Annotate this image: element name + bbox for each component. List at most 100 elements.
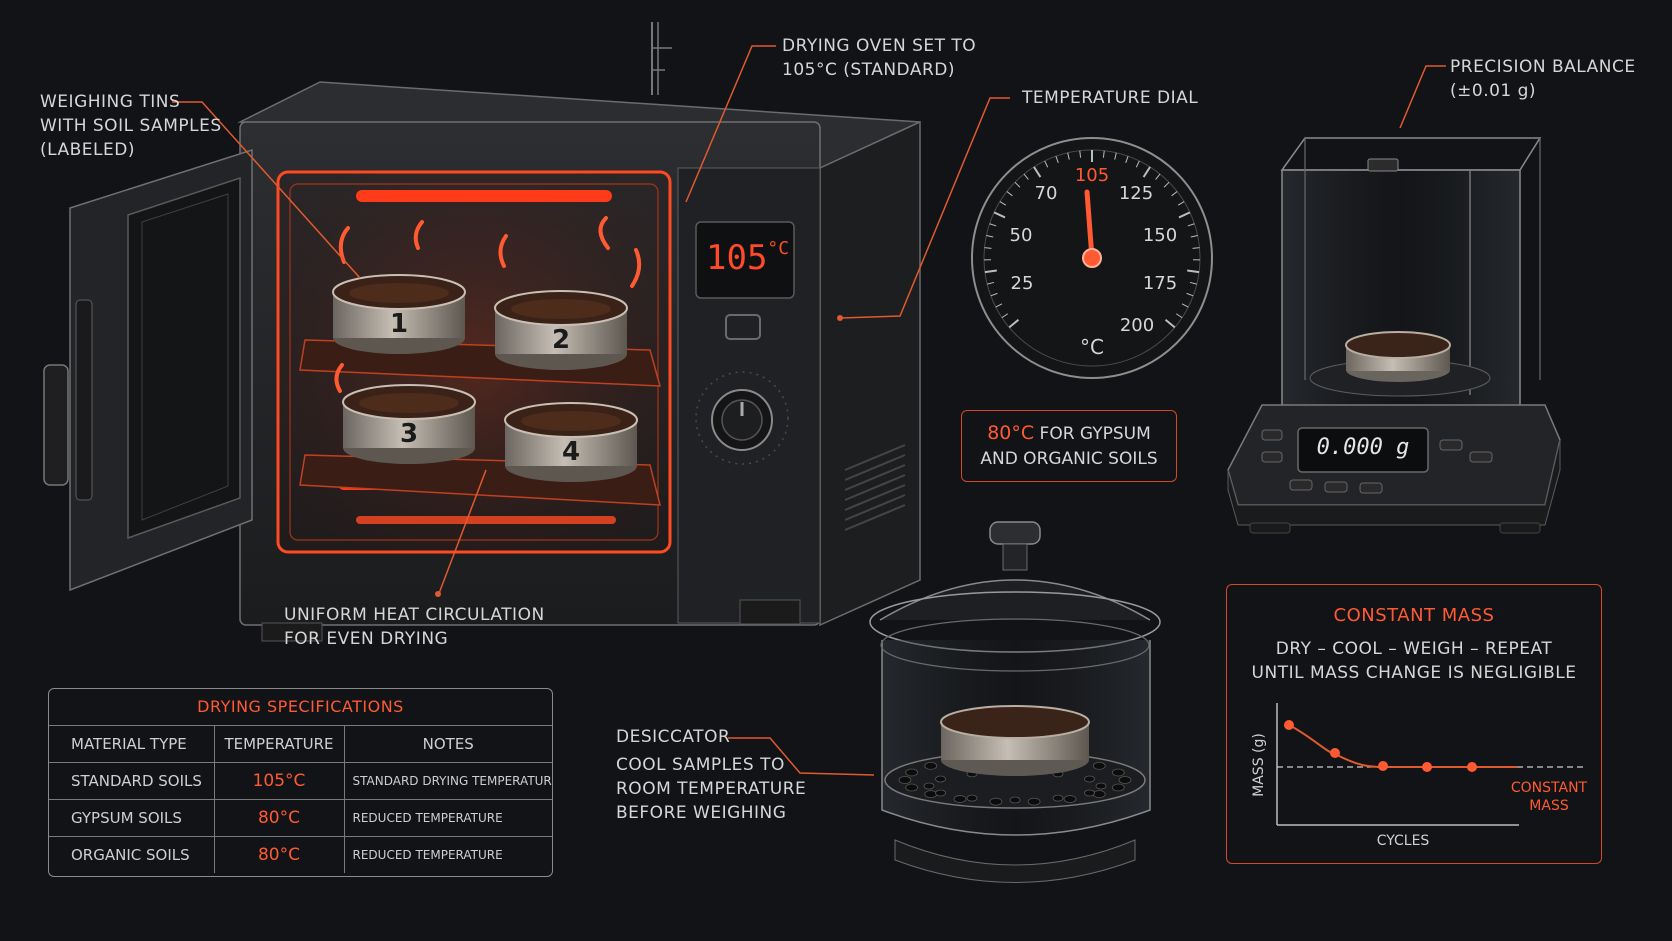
temperature-cell: 80°C (214, 799, 345, 837)
desiccator-plate-hole (966, 794, 978, 802)
panel-subtitle: DRY – COOL – WEIGH – REPEAT UNTIL MASS C… (1227, 637, 1601, 685)
temperature-cell: 105°C (214, 762, 345, 800)
desiccator-plate-hole (1009, 796, 1021, 804)
top-heating-element (356, 190, 612, 202)
callout-precision-balance: PRECISION BALANCE (±0.01 g) (1450, 55, 1636, 103)
y-axis-label: MASS (g) (1251, 733, 1267, 797)
callout-weighing-tins: WEIGHING TINS WITH SOIL SAMPLES (LABELED… (40, 90, 222, 162)
tin-label: 2 (552, 325, 570, 355)
dial-label: 25 (1011, 273, 1034, 294)
material-cell: GYPSUM SOILS (49, 799, 215, 837)
desiccator-plate-hole (1084, 789, 1095, 797)
desiccator-plate-hole (905, 768, 919, 777)
callout-desiccator-title: DESICCATOR (616, 727, 731, 747)
dial-tick (1014, 181, 1021, 188)
dial-tick (987, 281, 995, 285)
callout-desiccator: DESICCATOR COOL SAMPLES TO ROOM TEMPERAT… (616, 725, 806, 825)
note-text: FOR GYPSUM (1039, 424, 1151, 444)
notes-cell: REDUCED TEMPERATURE (352, 848, 503, 862)
callout-text: (±0.01 g) (1450, 81, 1537, 101)
dial-label: 70 (1035, 183, 1058, 204)
desiccator-plate-hole (935, 775, 946, 783)
subtitle-line: DRY – COOL – WEIGH – REPEAT (1275, 639, 1553, 659)
table-title: DRYING SPECIFICATIONS (49, 689, 552, 726)
mass-vs-cycles-plot: CYCLES MASS (g) CONSTANT MASS (1251, 703, 1588, 849)
callout-text: WITH SOIL SAMPLES (40, 116, 222, 136)
column-header: MATERIAL TYPE (49, 726, 215, 763)
dial-tick (1171, 191, 1178, 197)
callout-temperature-dial: TEMPERATURE DIAL (1022, 88, 1199, 108)
callout-text: COOL SAMPLES TO (616, 755, 785, 775)
oven-door (43, 148, 253, 592)
table-header-row: MATERIAL TYPE TEMPERATURE NOTES (49, 726, 552, 763)
table-row: STANDARD SOILS 105°C STANDARD DRYING TEM… (49, 762, 552, 800)
dial-tick (1135, 160, 1140, 168)
desiccator-knob (989, 521, 1041, 545)
annotation-line: MASS (1529, 798, 1569, 814)
x-axis-label: CYCLES (1377, 833, 1430, 849)
notes-cell: STANDARD DRYING TEMPERATURE (344, 762, 552, 800)
weighing-tin: 3 (342, 384, 476, 464)
vent-pipe (651, 22, 672, 95)
desiccator-plate-hole (1052, 794, 1064, 802)
dial-unit: °C (1080, 335, 1104, 359)
desiccator-plate-hole (1063, 795, 1077, 803)
oven-temperature-value: 105 (706, 238, 768, 278)
data-point (1330, 748, 1340, 758)
dial-tick (1142, 166, 1151, 178)
subtitle-line: UNTIL MASS CHANGE IS NEGLIGIBLE (1251, 663, 1577, 683)
table-row: ORGANIC SOILS 80°C REDUCED TEMPERATURE (49, 836, 552, 873)
dial-tick (1175, 313, 1183, 319)
dial-tick (990, 292, 998, 297)
callout-heat-circulation: UNIFORM HEAT CIRCULATION FOR EVEN DRYING (284, 603, 545, 651)
tin-label: 4 (562, 437, 580, 467)
tin-label: 1 (390, 309, 408, 339)
callout-text: 105°C (STANDARD) (782, 60, 956, 80)
desiccator-plate-hole (1084, 775, 1095, 783)
tin-label: 3 (400, 419, 418, 449)
oven-temperature-unit: °C (767, 238, 790, 259)
dial-tick (1102, 150, 1105, 158)
dial-label: 125 (1119, 183, 1153, 204)
desiccator-plate-hole (953, 795, 967, 803)
weighing-tin: 4 (504, 402, 638, 482)
desiccator-plate-hole (924, 790, 938, 799)
dial-tick (1163, 181, 1170, 188)
callout-text: UNIFORM HEAT CIRCULATION (284, 605, 545, 625)
data-point (1284, 720, 1294, 730)
callout-text: PRECISION BALANCE (1450, 57, 1636, 77)
note-text: AND ORGANIC SOILS (980, 449, 1158, 469)
balance-readout: 0.000 g (1316, 435, 1410, 460)
dial-tick (1006, 191, 1013, 197)
dial-tick (1114, 152, 1117, 160)
note-highlight: 80°C (987, 422, 1035, 444)
panel-title: CONSTANT MASS (1333, 605, 1495, 626)
dial-tick (1023, 173, 1029, 180)
dial-tick (1178, 211, 1191, 219)
oven-power-button[interactable] (725, 314, 761, 340)
desiccator-plate-hole (1118, 776, 1132, 784)
dial-tick (1177, 201, 1185, 206)
dial-needle (1084, 189, 1095, 261)
temperature-cell: 80°C (214, 836, 345, 873)
dial-tick (1033, 166, 1042, 178)
constant-mass-panel: CONSTANT MASS DRY – COOL – WEIGH – REPEA… (1226, 584, 1602, 864)
dial-tick (1044, 160, 1049, 168)
oven-display-screen (695, 221, 795, 299)
dial-label: 105 (1075, 165, 1109, 186)
dial-tick (1187, 269, 1200, 274)
desiccator-plate-hole (1092, 790, 1106, 799)
desiccator-plate-hole (905, 783, 919, 792)
oven-temperature-readout: 105°C (706, 238, 790, 278)
dial-label: 50 (1010, 225, 1033, 246)
drying-specifications-table: DRYING SPECIFICATIONS MATERIAL TYPE TEMP… (48, 688, 553, 877)
balance-display-screen (1297, 427, 1429, 473)
material-cell: ORGANIC SOILS (49, 836, 215, 873)
weighing-tin: 2 (494, 290, 628, 370)
dial-tick (986, 235, 994, 238)
dial-tick (984, 269, 997, 274)
precision-balance (1227, 137, 1561, 534)
